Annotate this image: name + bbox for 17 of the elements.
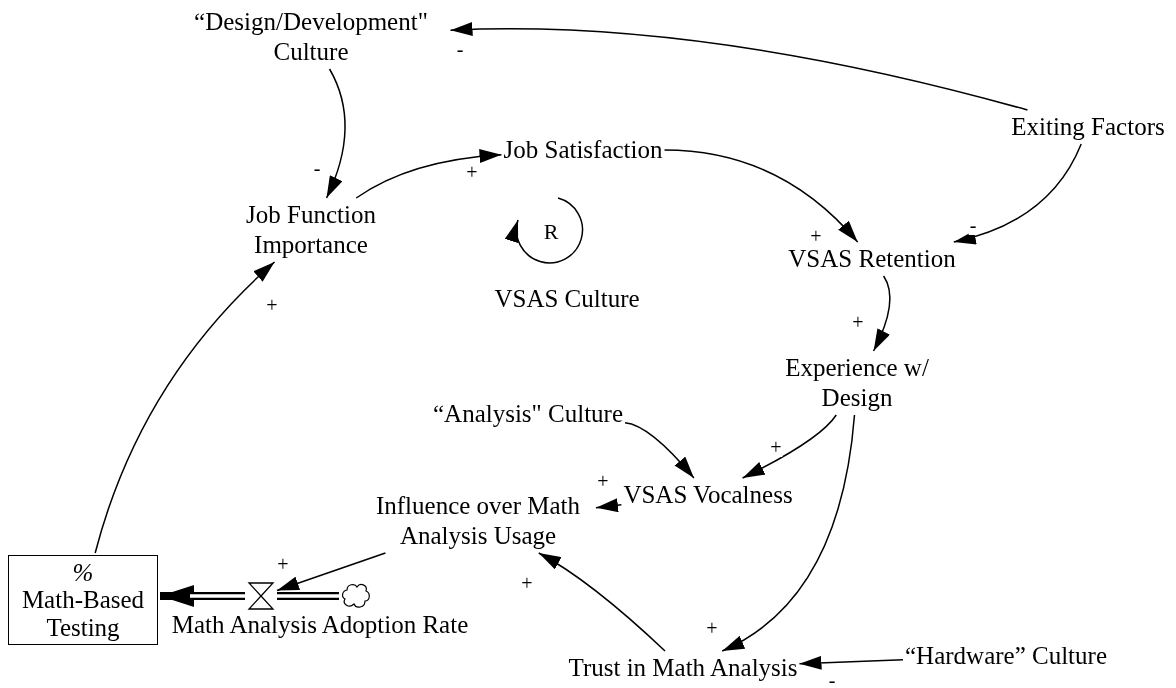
variable-label: Trust in Math Analysis	[568, 653, 798, 683]
variable-label: Job Function Importance	[223, 200, 399, 260]
loop-type-label: R	[543, 219, 559, 245]
stock-label: Math-Based Testing	[20, 586, 146, 642]
loop-name-label: VSAS Culture	[494, 285, 640, 313]
variable-label: VSAS Retention	[788, 244, 956, 274]
variable-label: Exiting Factors	[1011, 112, 1165, 142]
unit-symbol: %	[72, 558, 94, 587]
variable-label: “Hardware” Culture	[905, 641, 1107, 671]
variable-label: “Design/Development" Culture	[173, 7, 449, 67]
variable-label: Influence over Math Analysis Usage	[362, 491, 594, 551]
variable-label: VSAS Vocalness	[623, 480, 793, 510]
variable-label: “Analysis" Culture	[433, 399, 623, 429]
variable-label: Job Satisfaction	[503, 135, 663, 165]
stock-box	[8, 555, 158, 645]
variable-label: Experience w/ Design	[762, 353, 952, 413]
flow-rate-label: Math Analysis Adoption Rate	[171, 610, 469, 640]
